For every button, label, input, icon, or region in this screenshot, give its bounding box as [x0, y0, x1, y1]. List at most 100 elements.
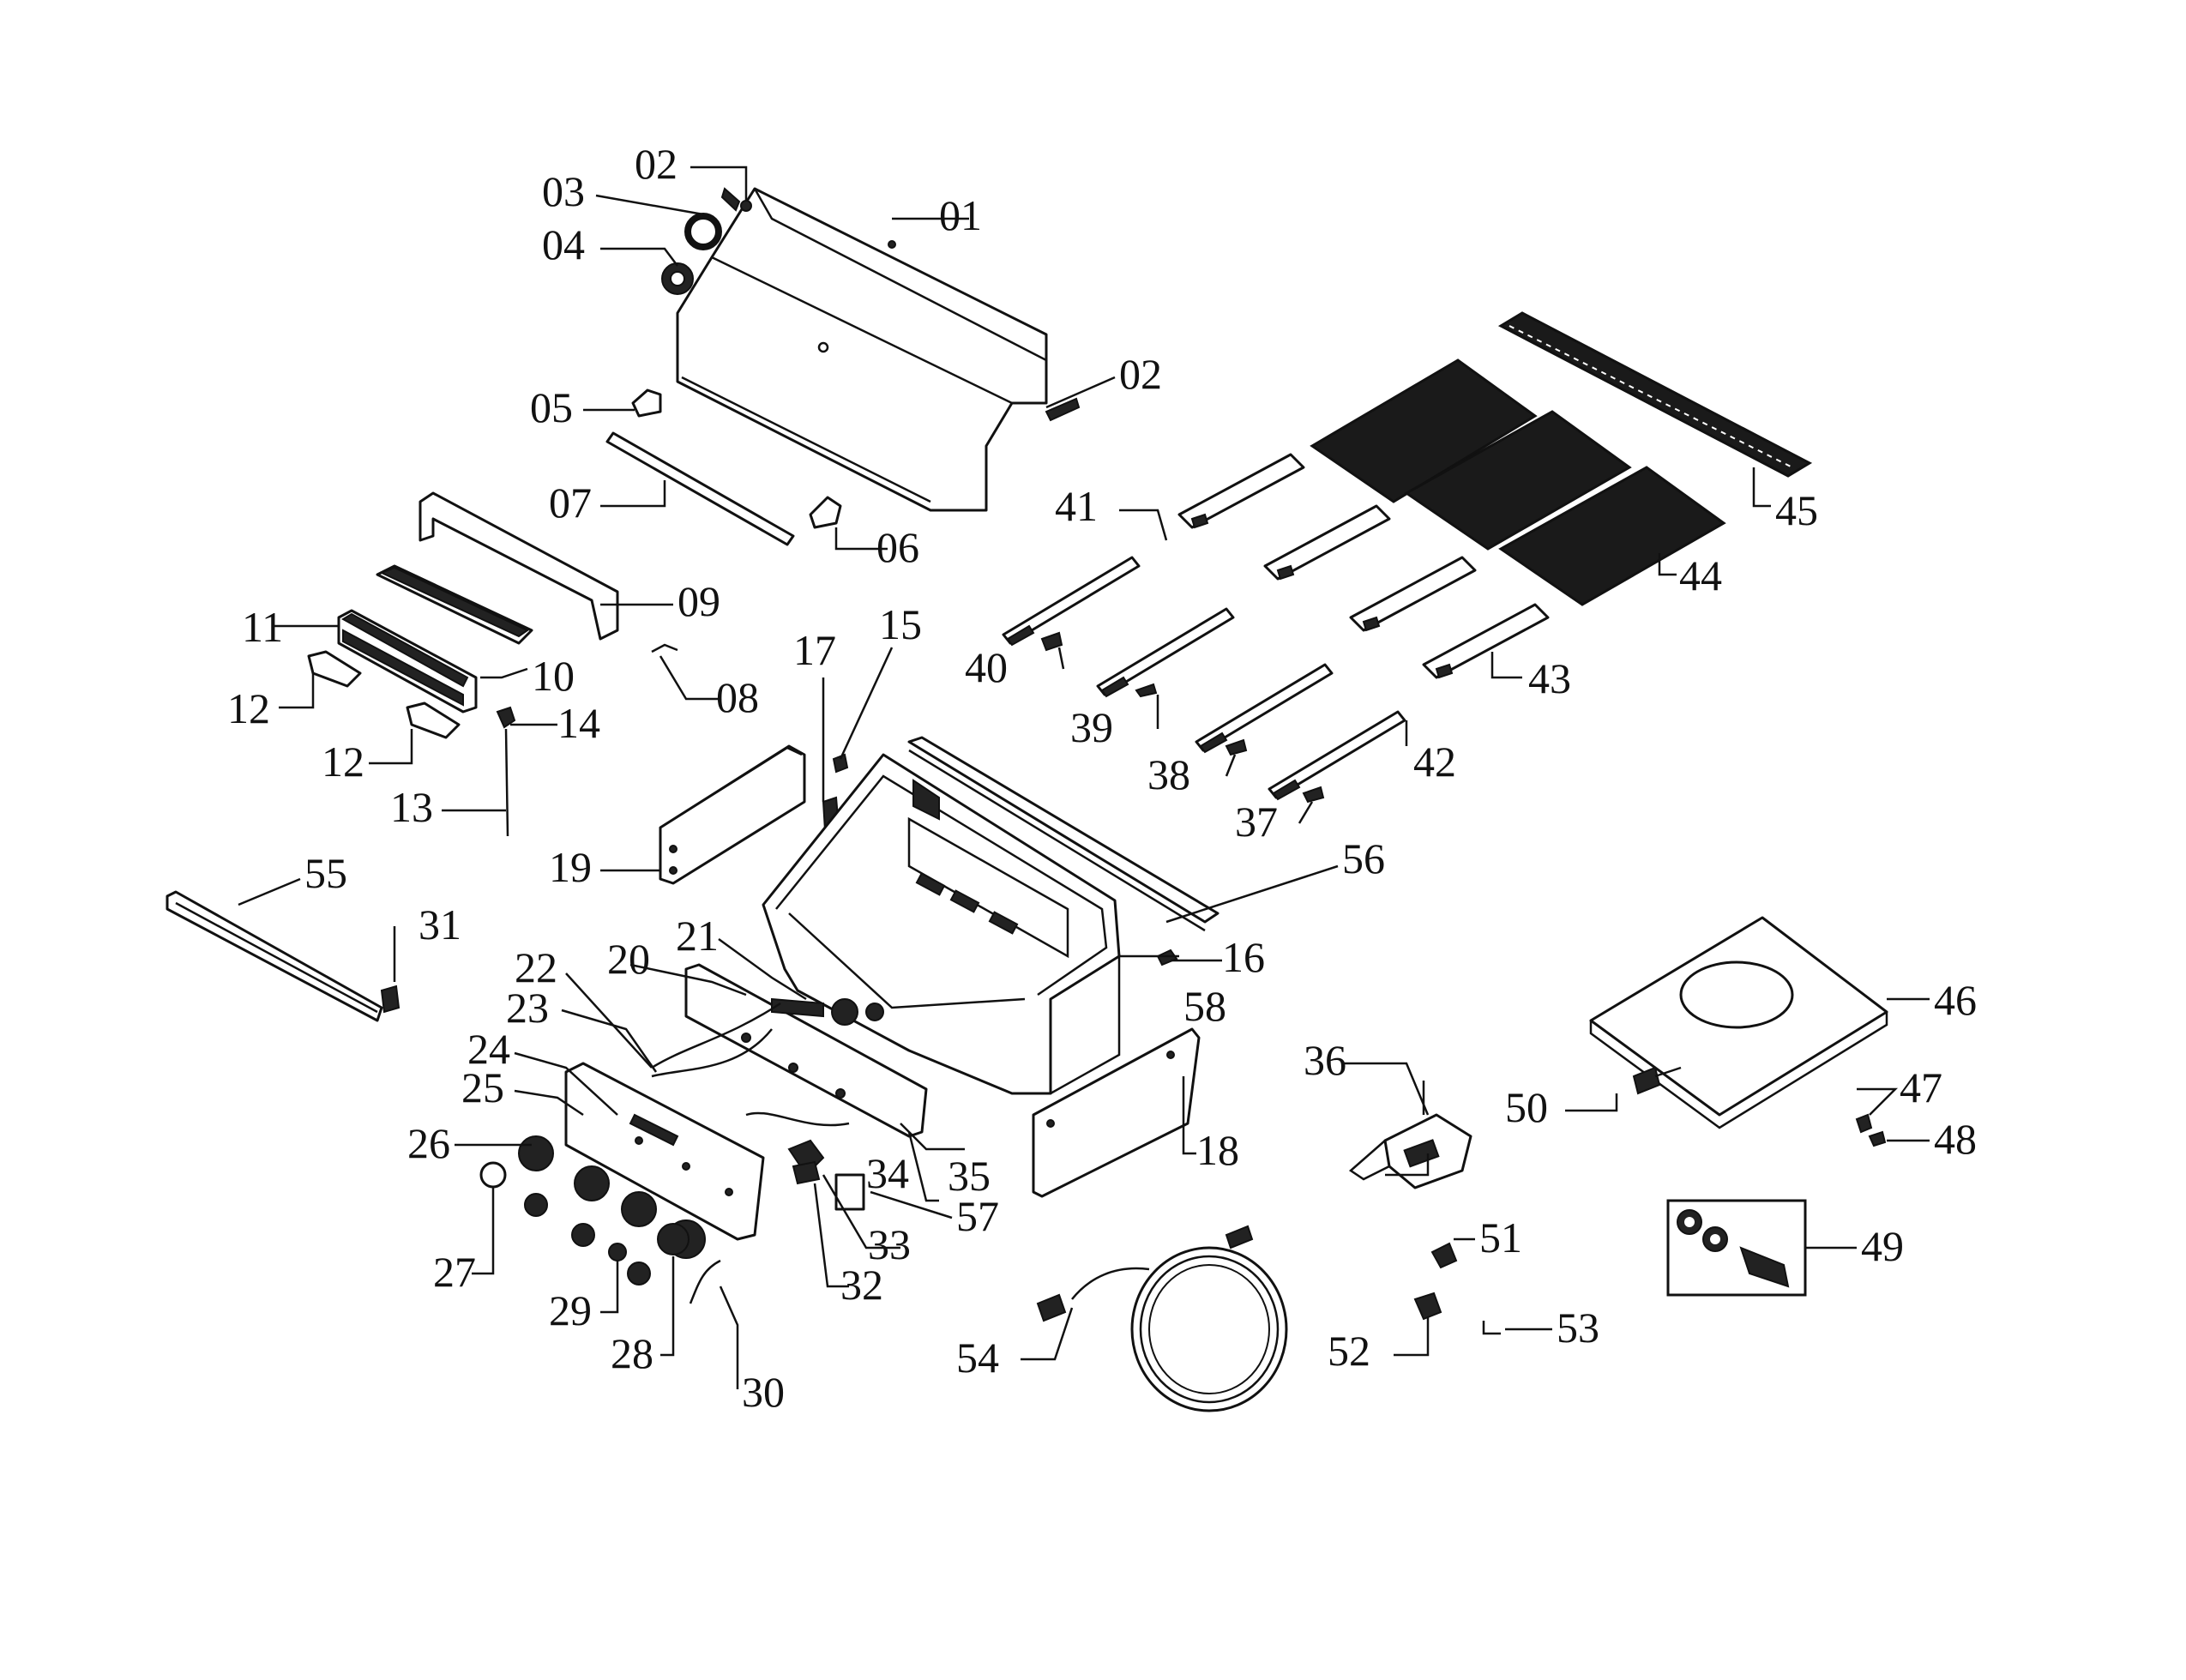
label-49: 49 — [1861, 1222, 1904, 1270]
rear-rail-56 — [907, 736, 1219, 932]
valve-50 — [1632, 1066, 1682, 1095]
hose-23 — [651, 1028, 773, 1078]
wire-30 — [689, 1259, 721, 1304]
clip-53 — [1482, 1321, 1501, 1335]
label-12-lower: 12 — [322, 738, 364, 786]
thermometer-04 — [661, 262, 694, 295]
label-22: 22 — [515, 943, 557, 991]
label-03: 03 — [542, 167, 585, 215]
screw-02-right — [1045, 397, 1081, 422]
label-33: 33 — [868, 1220, 911, 1268]
label-30: 30 — [742, 1368, 785, 1416]
burner-39 — [1096, 607, 1235, 698]
side-burner-36 — [1348, 1113, 1472, 1189]
electrode-13 — [504, 728, 509, 837]
heat-tent-42 — [1263, 504, 1391, 581]
label-53: 53 — [1557, 1304, 1599, 1352]
handle-bar-07 — [605, 431, 795, 546]
label-21: 21 — [676, 912, 719, 960]
label-08: 08 — [716, 673, 759, 721]
screw-02-top — [720, 187, 752, 212]
label-38: 38 — [1147, 750, 1190, 798]
label-06: 06 — [876, 523, 919, 571]
label-50: 50 — [1505, 1083, 1548, 1131]
label-51: 51 — [1479, 1213, 1522, 1262]
label-54: 54 — [956, 1334, 999, 1382]
side-panel-18 — [1032, 1027, 1201, 1198]
label-23: 23 — [506, 984, 549, 1032]
label-28: 28 — [611, 1329, 653, 1377]
label-25: 25 — [461, 1063, 504, 1111]
knob-29 — [608, 1243, 627, 1262]
label-29: 29 — [549, 1286, 592, 1334]
label-41: 41 — [1055, 482, 1098, 530]
hood-lid — [676, 187, 1048, 512]
heat-tent-43 — [1422, 603, 1550, 679]
label-27: 27 — [433, 1248, 476, 1296]
label-46: 46 — [1934, 976, 1977, 1024]
label-10: 10 — [532, 652, 575, 700]
ignitor-tip-39 — [1135, 683, 1158, 698]
warming-rack-45 — [1497, 311, 1813, 478]
label-05: 05 — [530, 383, 573, 431]
label-14: 14 — [557, 699, 600, 747]
label-04: 04 — [542, 220, 585, 268]
ring-03 — [684, 213, 722, 250]
label-47: 47 — [1900, 1063, 1942, 1111]
label-45: 45 — [1775, 486, 1818, 534]
part-labels: 01 02 02 03 04 05 06 07 08 09 10 11 12 1… — [227, 140, 1977, 1416]
hose-regulator-54 — [1036, 1225, 1288, 1412]
label-34: 34 — [866, 1149, 909, 1197]
label-37: 37 — [1235, 798, 1278, 846]
ignitor-tip-40 — [1040, 631, 1063, 652]
cooking-grate-44a — [1310, 358, 1538, 503]
label-39: 39 — [1070, 703, 1113, 751]
electrode-tip-14 — [496, 706, 516, 729]
burner-38 — [1195, 663, 1334, 754]
nut-48 — [1868, 1130, 1887, 1147]
bracket-57 — [834, 1173, 865, 1211]
side-burner-plate-46 — [1589, 916, 1888, 1129]
ignitor-tip-38 — [1225, 738, 1248, 756]
knob-28 — [657, 1223, 690, 1255]
wire-34 — [745, 1111, 850, 1127]
label-48: 48 — [1934, 1115, 1977, 1163]
manifold-35 — [684, 963, 928, 1138]
label-43: 43 — [1528, 654, 1571, 702]
label-35: 35 — [948, 1152, 991, 1200]
label-11: 11 — [242, 603, 283, 651]
label-42: 42 — [1413, 738, 1456, 786]
heat-tent-41 — [1177, 453, 1305, 529]
leader-lines — [238, 166, 1930, 1389]
label-17: 17 — [793, 626, 836, 674]
hose-22 — [651, 1002, 781, 1069]
cooking-grate-44b — [1404, 410, 1632, 551]
parts-pack-49 — [1666, 1199, 1807, 1297]
cooking-grate-44c — [1498, 466, 1726, 606]
label-20: 20 — [607, 935, 650, 983]
clip-08 — [651, 643, 678, 653]
label-18: 18 — [1196, 1126, 1239, 1174]
label-24: 24 — [467, 1025, 510, 1073]
clip-51 — [1430, 1242, 1458, 1269]
burner-40 — [1002, 556, 1141, 647]
label-02-top: 02 — [635, 140, 677, 188]
label-36: 36 — [1304, 1036, 1346, 1084]
label-31: 31 — [419, 900, 461, 948]
label-57: 57 — [956, 1192, 999, 1240]
clip-52 — [1413, 1292, 1442, 1321]
heat-tent-43a — [1349, 556, 1477, 632]
label-19: 19 — [549, 843, 592, 891]
side-rail-55 — [166, 890, 383, 1022]
bolt-47 — [1855, 1113, 1873, 1134]
label-07: 07 — [549, 479, 592, 527]
handle-bracket-05 — [631, 388, 662, 418]
bracket-12-lower — [406, 702, 461, 739]
fastener-31 — [380, 985, 400, 1014]
label-26: 26 — [407, 1119, 450, 1167]
label-56: 56 — [1342, 834, 1385, 882]
label-55: 55 — [304, 849, 347, 897]
label-09: 09 — [677, 577, 720, 625]
label-13: 13 — [390, 783, 433, 831]
